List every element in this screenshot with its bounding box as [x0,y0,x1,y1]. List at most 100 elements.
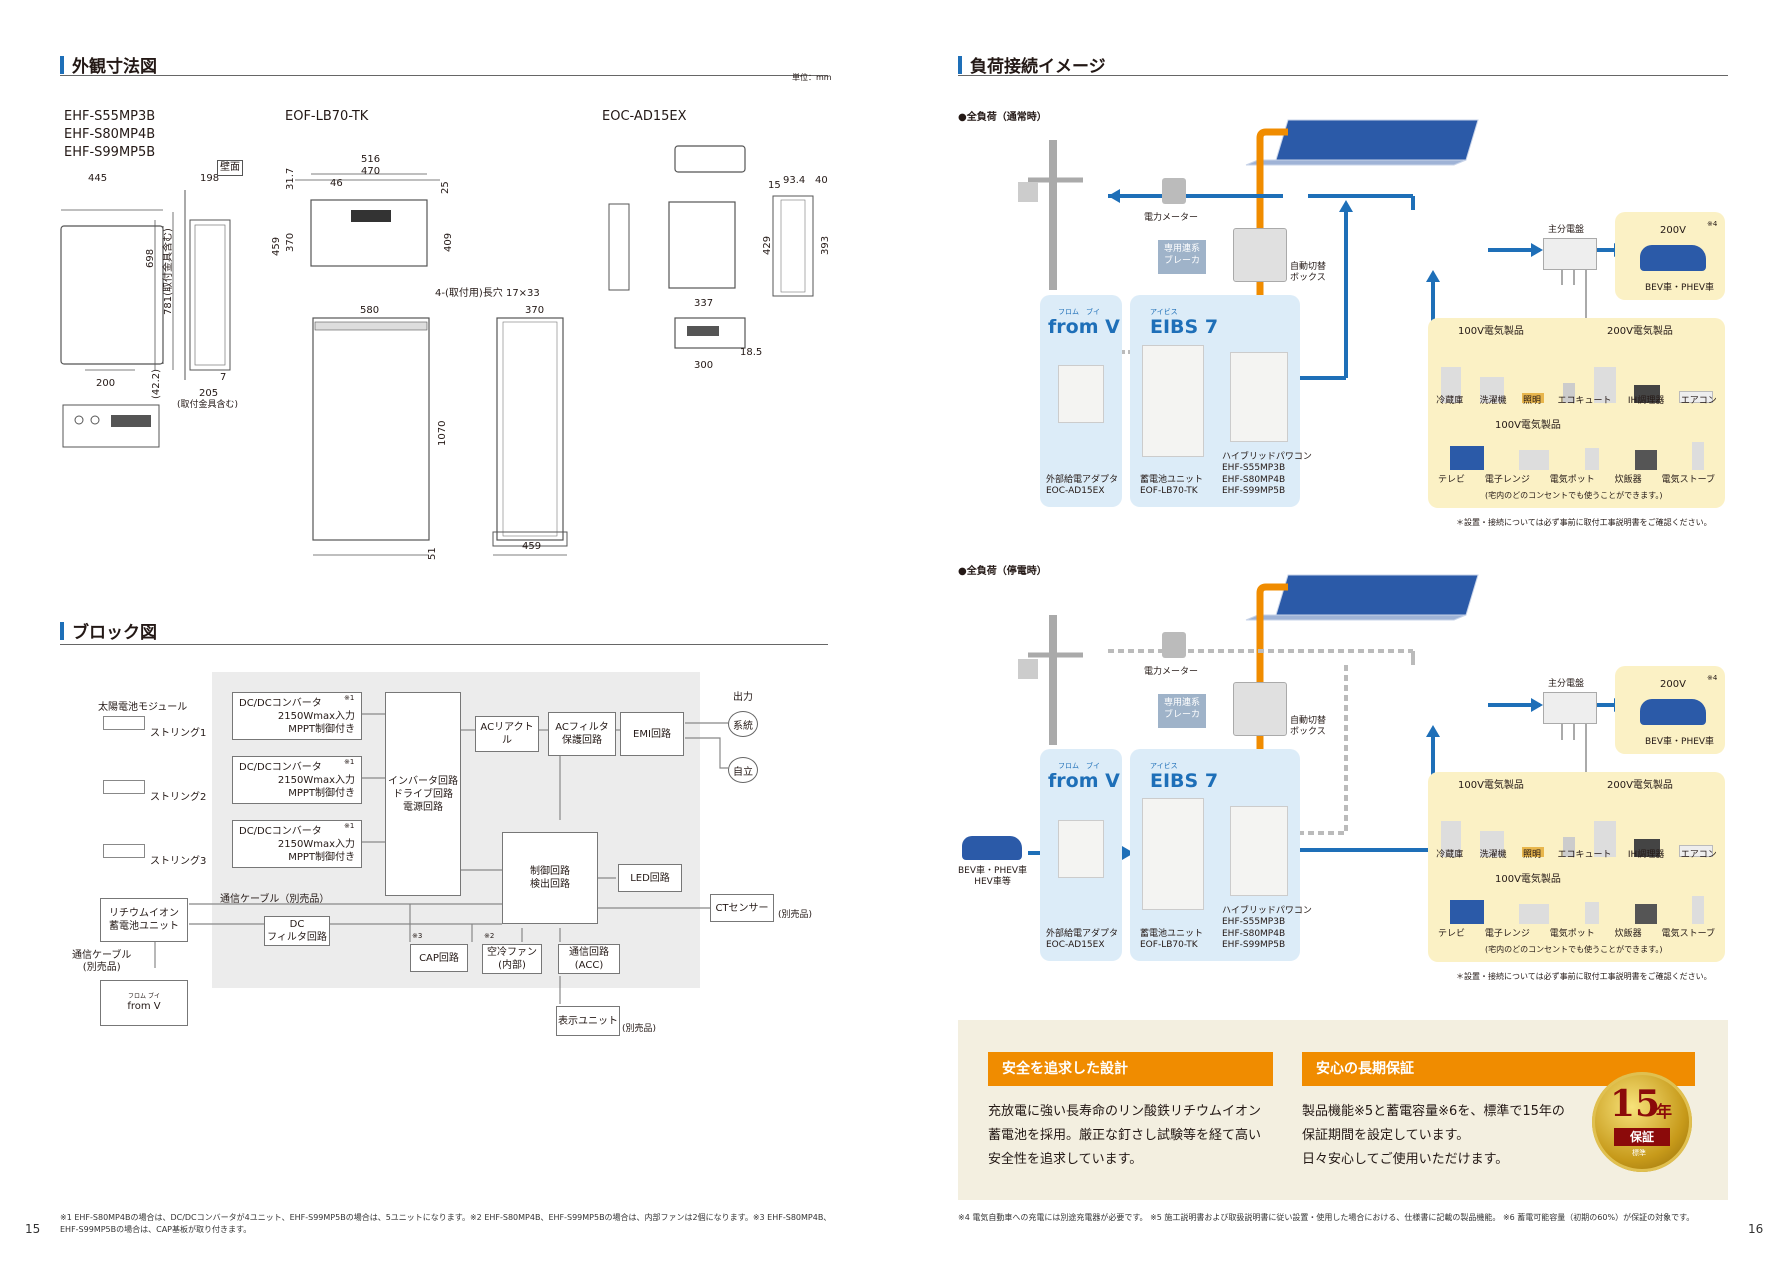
lithium-battery-block: リチウムイオン蓄電池ユニット [100,898,188,942]
adapter-icon-2 [1058,820,1104,878]
ev-car-icon-1 [1640,245,1706,271]
dim-445: 445 [88,173,108,184]
appliance-labels-bottom-2: テレビ電子レンジ電気ポット炊飯器電気ストーブ [1428,926,1725,939]
load-title-rule [958,75,1728,76]
main-panel-label-2: 主分電盤 [1548,679,1585,689]
heater-icon [1692,442,1705,470]
dim-25: 25 [440,181,451,194]
app-label: 洗濯機 [1479,850,1507,860]
power-meter-icon-1 [1162,178,1186,204]
outlet-note-1: (宅内のどのコンセントでも使うことができます。) [1485,491,1663,500]
fromv-title-1: from V [1048,316,1120,338]
install-note-2: ＊設置・接続については必ず事前に取付工事説明書をご確認ください。 [1456,972,1712,981]
app-label: IH調理器 [1627,396,1665,406]
eibs-ruby-1: アイビス [1150,308,1178,316]
page-number-right: 16 [1748,1222,1764,1236]
dim-15: 15 [768,180,781,191]
note4-2: ※4 [1707,674,1718,682]
dim-300: 300 [694,360,714,371]
dim-580: 580 [360,305,380,316]
title-bar [60,621,64,640]
pcs-icon-1 [1230,352,1288,442]
heater-icon [1692,896,1705,924]
install-note-1: ＊設置・接続については必ず事前に取付工事説明書をご確認ください。 [1456,518,1712,527]
model-pcs-2: EHF-S80MP4B [64,127,156,142]
dimension-section-title: 外観寸法図 [60,52,157,77]
light-icon [1522,847,1545,857]
app-label: 冷蔵庫 [1436,850,1464,860]
auto-switch-box-icon-1 [1233,228,1287,282]
dim-205: 205 [199,388,219,399]
app-label: 炊飯器 [1614,929,1642,939]
aircon-icon [1678,845,1713,857]
fan-block: 空冷ファン(内部) [482,944,542,974]
badge-main: 保証 [1614,1128,1670,1146]
p200-label-1: 200V電気製品 [1607,326,1673,337]
self-output: 自立 [728,757,758,783]
ecocute-icon [1593,367,1616,403]
ct-sensor-block: CTセンサー [710,894,774,922]
dim-459-b: 459 [522,541,542,552]
tv-icon [1449,446,1484,470]
unit-label: 単位：mm [792,73,832,82]
dim-409: 409 [443,232,454,252]
battery-unit-icon-1 [1142,345,1204,457]
solar-module-label: 太陽電池モジュール [98,702,188,713]
app-label: エコキュート [1557,850,1612,860]
dim-698: 698 [145,248,156,268]
inverter-block: インバータ回路ドライブ回路電源回路 [385,692,461,896]
app-label: 電気ポット [1549,929,1595,939]
app-label: 冷蔵庫 [1436,396,1464,406]
note-1-a: ※1 [344,694,355,702]
ev-car-icon-2 [1640,699,1706,725]
eibs-title-1: EIBS 7 [1150,316,1219,338]
ac-filter-block: ACフィルタ保護回路 [548,712,616,756]
fridge-icon [1441,367,1462,403]
light-icon [1522,393,1545,403]
diagram-2-heading: ●全負荷（停電時） [958,566,1047,577]
app-label: テレビ [1437,929,1465,939]
led-block: LED回路 [618,864,682,892]
outlet-note-2: (宅内のどのコンセントでも使うことができます。) [1485,945,1663,954]
dim-459-h: 459 [271,236,282,256]
app-label: 照明 [1523,396,1542,406]
dim-337: 337 [694,298,714,309]
load-section-title: 負荷接続イメージ [958,52,1106,77]
diagram-1-heading: ●全負荷（通常時） [958,112,1047,123]
ev-car-label-2: BEV車・PHEV車 [1645,737,1715,747]
battery-unit-icon-2 [1142,798,1204,910]
dim-429: 429 [762,235,773,255]
eibs-title-2: EIBS 7 [1150,770,1219,792]
appliance-icons-top-1 [1432,345,1722,403]
main-panel-label-1: 主分電盤 [1548,225,1585,235]
fridge-icon [1441,821,1462,857]
output-label: 出力 [733,692,753,703]
appliance-labels-bottom-1: テレビ電子レンジ電気ポット炊飯器電気ストーブ [1428,472,1725,485]
fromv-ruby-1: フロム ブイ [1058,308,1100,316]
appliance-panel-2 [1428,772,1725,962]
meter-label-2: 電力メーター [1144,667,1199,677]
dim-370-h: 370 [285,232,296,252]
emi-block: EMI回路 [620,712,684,756]
string-1-connector [103,716,145,730]
safety-text: 充放電に強い長寿命のリン酸鉄リチウムイオン蓄電池を採用。厳正な釘さし試験等を経て… [988,1104,1262,1168]
dim-198: 198 [200,173,220,184]
fromv-ruby-2: フロム ブイ [1058,762,1100,770]
fromv-title-2: from V [1048,770,1120,792]
dim-470: 470 [361,166,381,177]
washer-icon [1479,831,1504,857]
badge-year: 年 [1656,1102,1673,1121]
app-label: エアコン [1680,396,1717,406]
safety-title: 安全を追求した設計 [988,1052,1273,1086]
app-label: 電子レンジ [1484,929,1530,939]
app-label: 照明 [1523,850,1542,860]
string-2-connector [103,780,145,794]
dim-781: 781(取付金具含む) [163,228,174,315]
ct-note: (別売品) [778,910,813,920]
